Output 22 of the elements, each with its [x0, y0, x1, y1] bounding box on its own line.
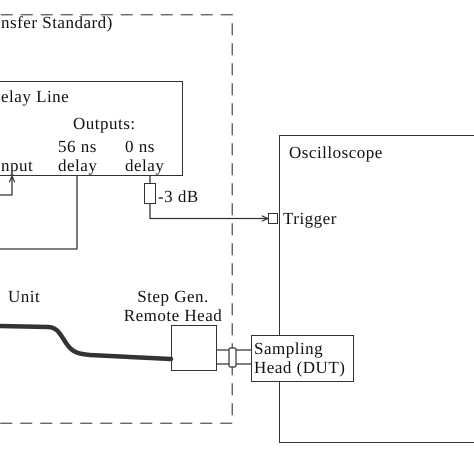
trigger-port-icon	[268, 213, 278, 224]
unit-label: Unit	[8, 287, 40, 306]
input-label: nput	[1, 156, 34, 175]
remote-head-title: Step Gen. Remote Head	[122, 287, 224, 325]
attenuator-resistor-icon	[144, 183, 156, 204]
signal-line	[0, 175, 78, 250]
port-label: Trigger	[283, 209, 337, 228]
outputs-heading: Outputs:	[73, 114, 136, 133]
attenuation-label: -3 dB	[158, 187, 199, 206]
output-label: 0 ns delay	[125, 137, 166, 175]
instrument-title: Oscilloscope	[289, 143, 383, 162]
sampling-head-label: Sampling Head (DUT)	[254, 339, 346, 377]
dashed-group-boundary	[0, 14, 233, 424]
coax-adapter	[216, 349, 252, 365]
group-title: nsfer Standard)	[1, 13, 113, 32]
input-arrow	[0, 175, 16, 196]
signal-line	[149, 175, 151, 184]
sampling-head-box	[251, 335, 354, 382]
trigger-arrow	[149, 203, 269, 222]
box-title: elay Line	[1, 87, 70, 106]
coax-cable	[0, 324, 174, 362]
output-label: 56 ns delay	[58, 137, 98, 175]
